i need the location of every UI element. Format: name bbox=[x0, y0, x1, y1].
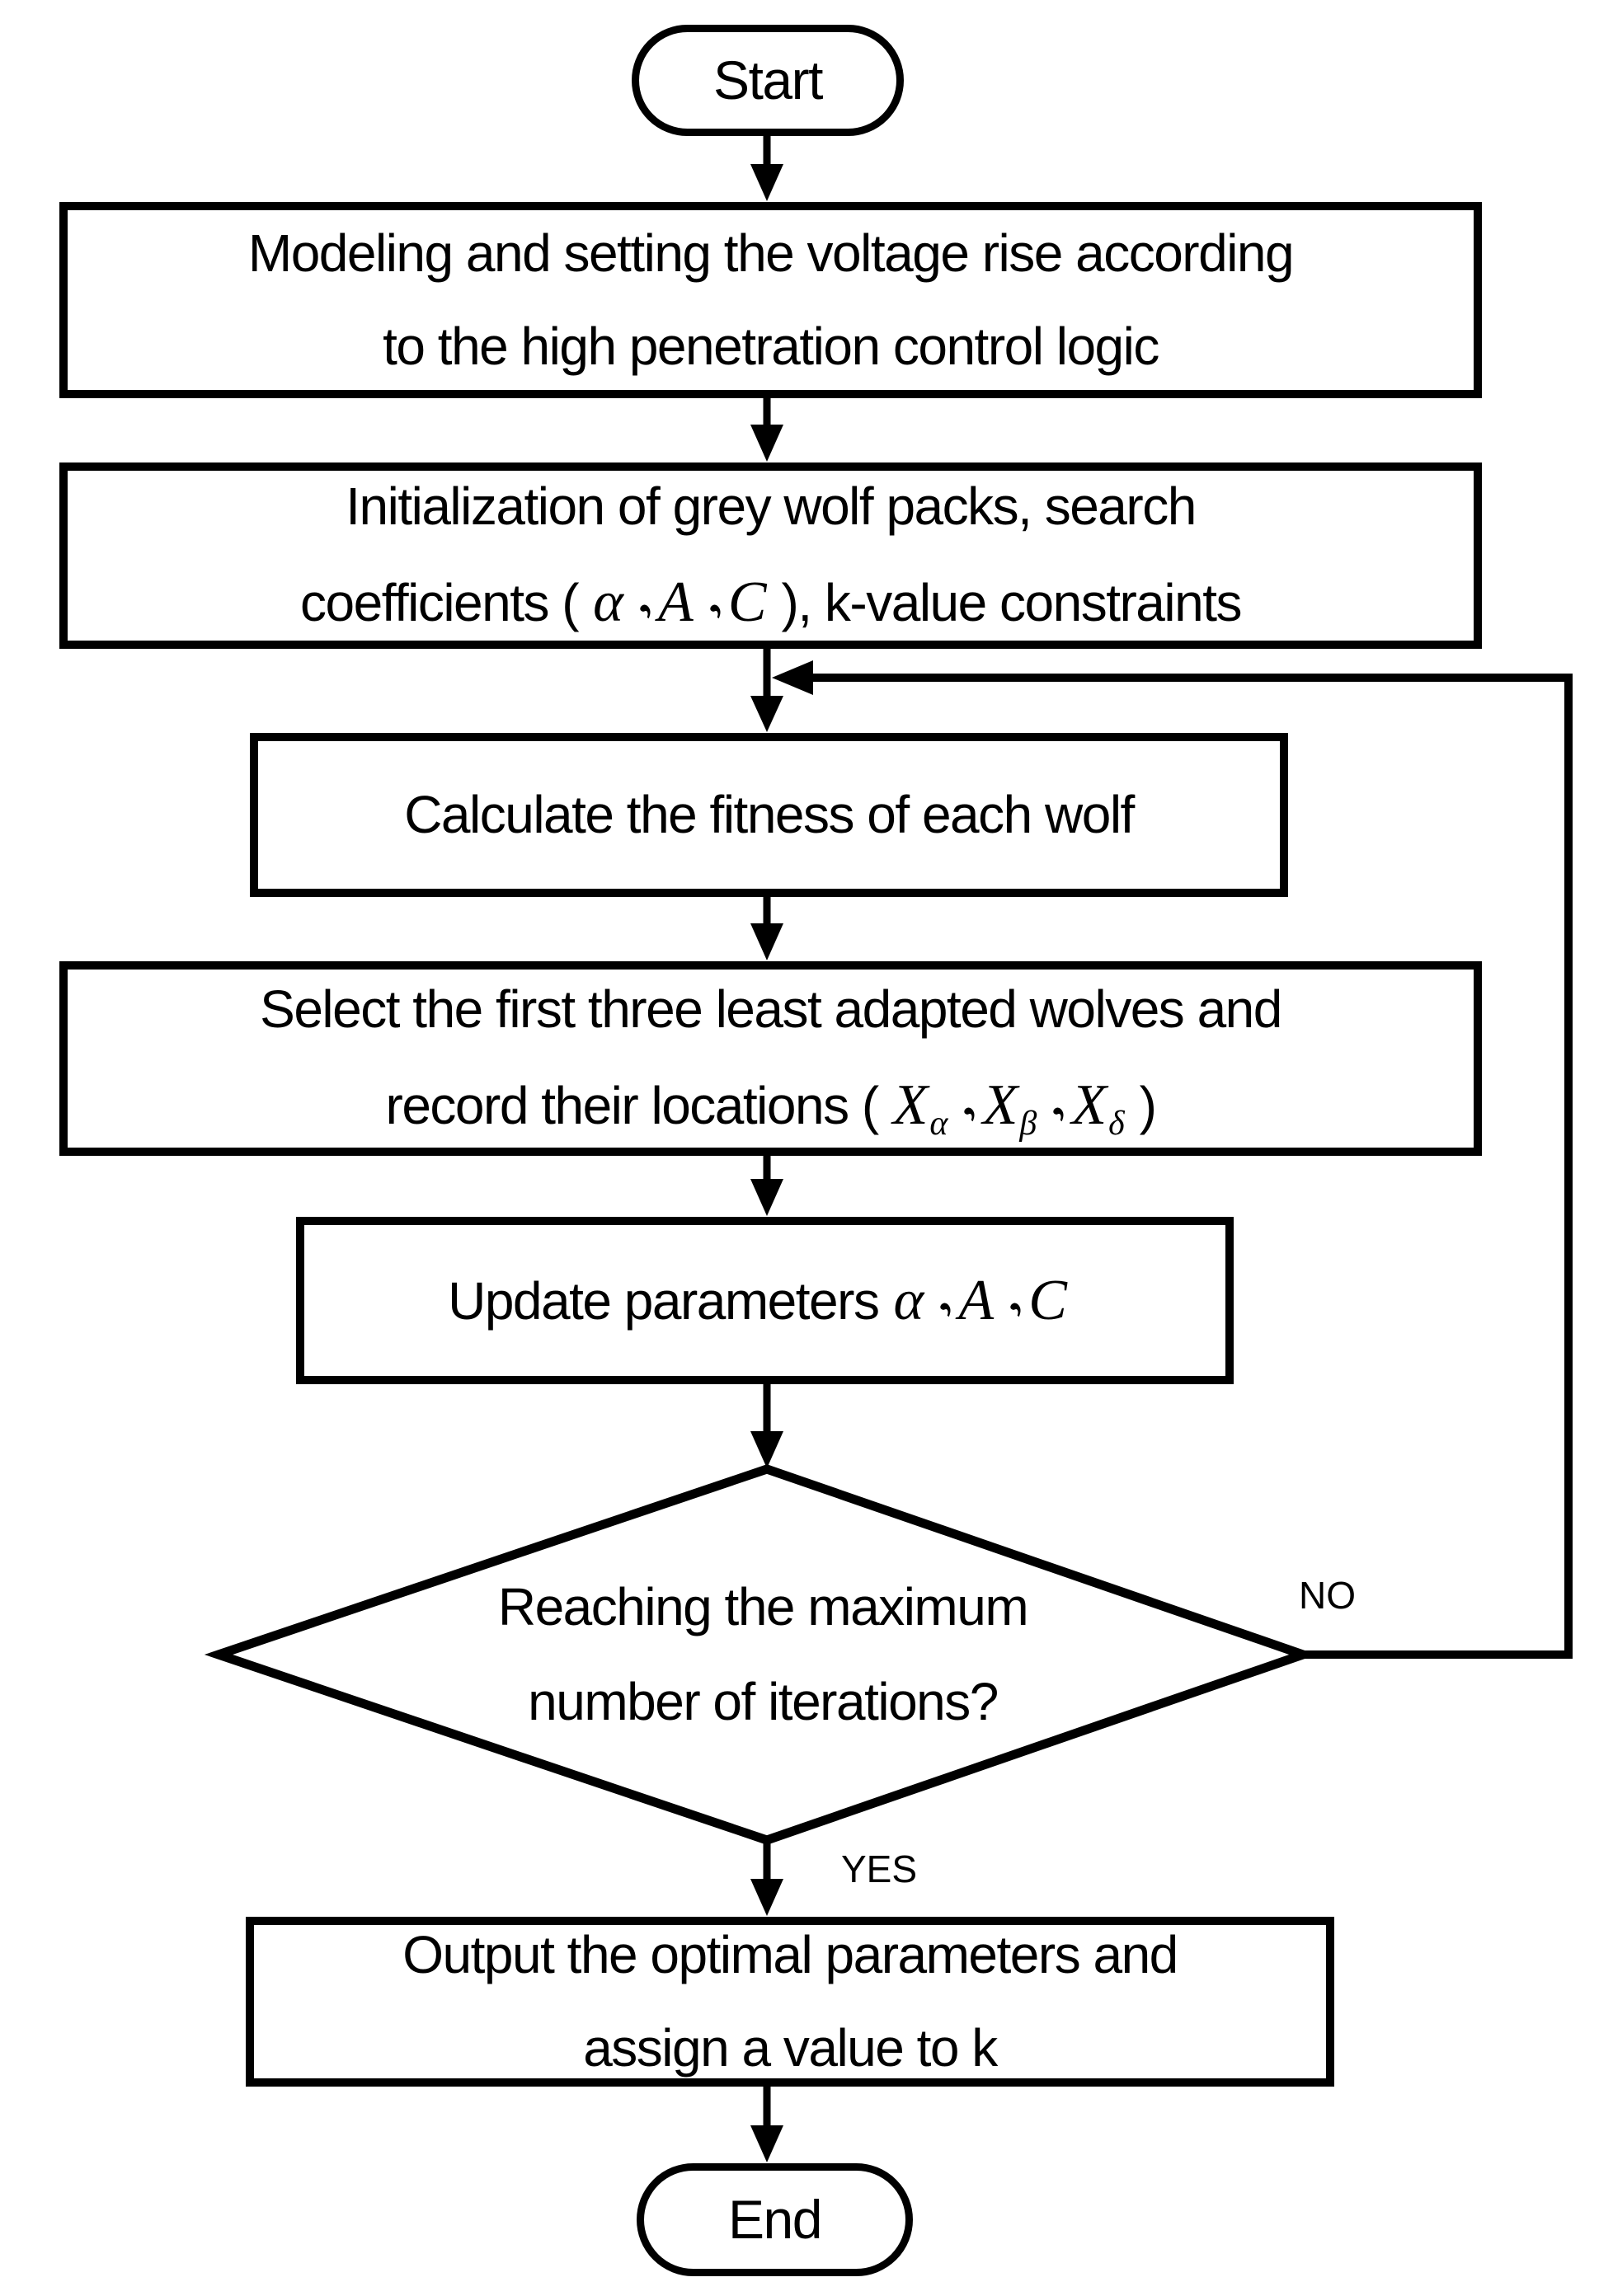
wolf-x-beta: Xβ bbox=[982, 1073, 1037, 1143]
select-line1: Select the first three least adapted wol… bbox=[260, 979, 1282, 1039]
output-line1: Output the optimal parameters and bbox=[402, 1924, 1178, 1984]
process-initialization: Initialization of grey wolf packs, searc… bbox=[59, 462, 1482, 649]
process-fitness: Calculate the fitness of each wolf bbox=[250, 733, 1288, 897]
no-branch-label: NO bbox=[1299, 1574, 1356, 1617]
modeling-line1: Modeling and setting the voltage rise ac… bbox=[247, 223, 1295, 283]
enumeration-comma: , bbox=[682, 581, 727, 622]
edge-update-to-decision bbox=[750, 1383, 783, 1468]
select-line2-pre: record their locations ( bbox=[385, 1075, 880, 1135]
edge-modeling-to-init bbox=[750, 397, 783, 462]
decision-iterations: Reaching the maximum number of iteration… bbox=[429, 1565, 1097, 1744]
decision-line1: Reaching the maximum bbox=[497, 1576, 1029, 1636]
param-alpha: α bbox=[593, 570, 623, 634]
select-line2-post: ) bbox=[1139, 1075, 1157, 1135]
process-modeling: Modeling and setting the voltage rise ac… bbox=[59, 202, 1482, 398]
process-output: Output the optimal parameters and assign… bbox=[246, 1917, 1334, 2087]
enumeration-comma: , bbox=[1026, 1084, 1070, 1125]
init-line2: coefficients (α,A,C), k-value constraint… bbox=[300, 570, 1243, 634]
start-terminator: Start bbox=[632, 25, 904, 136]
process-select-wolves: Select the first three least adapted wol… bbox=[59, 961, 1482, 1156]
edge-fitness-to-select bbox=[750, 895, 783, 960]
edge-select-to-update bbox=[750, 1154, 783, 1216]
wolf-x-delta: Xδ bbox=[1071, 1073, 1125, 1143]
fitness-label: Calculate the fitness of each wolf bbox=[404, 784, 1135, 844]
edge-decision-to-output bbox=[750, 1840, 783, 1916]
yes-branch-label: YES bbox=[841, 1848, 918, 1890]
init-line2-pre: coefficients ( bbox=[300, 572, 580, 632]
param-C: C bbox=[1028, 1268, 1067, 1332]
param-A: A bbox=[657, 570, 694, 634]
select-line2: record their locations (Xα,Xβ,Xδ) bbox=[385, 1073, 1157, 1143]
loop-no-feedback bbox=[772, 660, 1573, 1659]
start-label: Start bbox=[713, 49, 823, 110]
init-line1: Initialization of grey wolf packs, searc… bbox=[346, 476, 1197, 536]
enumeration-comma: , bbox=[913, 1279, 957, 1320]
wolf-x-alpha: Xα bbox=[892, 1073, 948, 1143]
end-label: End bbox=[728, 2188, 822, 2250]
edge-start-to-modeling bbox=[750, 134, 783, 201]
output-line2: assign a value to k bbox=[583, 2018, 998, 2078]
init-line2-post: ), k-value constraints bbox=[781, 572, 1243, 632]
edge-init-to-fitness bbox=[750, 647, 783, 732]
param-alpha: α bbox=[893, 1268, 924, 1332]
param-A: A bbox=[958, 1268, 995, 1332]
end-terminator: End bbox=[637, 2163, 913, 2276]
edge-output-to-end bbox=[750, 2085, 783, 2162]
update-pre: Update parameters bbox=[448, 1270, 880, 1331]
param-C: C bbox=[727, 570, 767, 634]
modeling-line2: to the high penetration control logic bbox=[383, 317, 1159, 376]
enumeration-comma: , bbox=[937, 1084, 982, 1125]
decision-line2: number of iterations? bbox=[528, 1672, 999, 1731]
enumeration-comma: , bbox=[612, 581, 657, 622]
enumeration-comma: , bbox=[982, 1279, 1028, 1320]
